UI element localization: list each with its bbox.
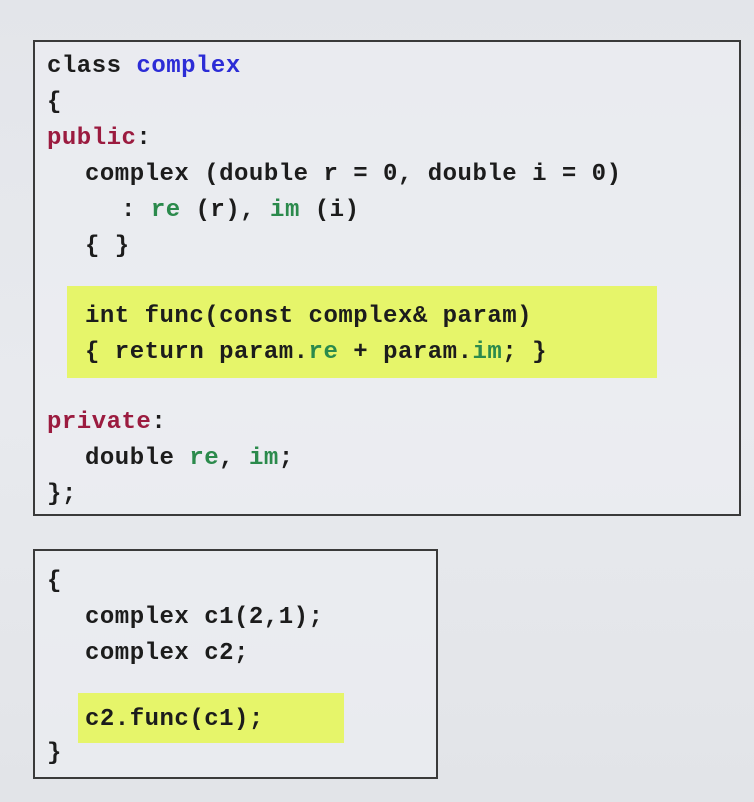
code-line-class-header: class complex (47, 52, 241, 82)
close-body: ; } (502, 339, 548, 366)
init-r: (r), (180, 197, 271, 224)
member-re: re (189, 445, 220, 472)
init-i: (i) (299, 197, 360, 224)
comma: , (219, 445, 249, 472)
plus-param: + param. (338, 339, 473, 366)
access-public: public (47, 125, 137, 152)
member-re: re (150, 197, 181, 224)
code-line-private: private: (47, 408, 166, 438)
return-param: { return param. (85, 339, 309, 366)
code-line-func-body: { return param.re + param.im; } (85, 338, 547, 368)
usage-panel: { complex c1(2,1); complex c2; c2.func(c… (33, 549, 438, 779)
member-im: im (472, 339, 503, 366)
code-line-open-brace: { (47, 89, 62, 116)
keyword-class: class (47, 53, 137, 80)
code-line-constructor: complex (double r = 0, double i = 0) (85, 161, 622, 188)
code-line-c1-decl: complex c1(2,1); (85, 604, 324, 631)
code-line-ctor-body: { } (85, 233, 130, 260)
class-definition-panel: class complex { public: complex (double … (33, 40, 741, 516)
code-line-members: double re, im; (85, 444, 294, 474)
class-name: complex (136, 53, 241, 80)
code-line-close-brace: }; (47, 481, 77, 508)
code-line-func-signature: int func(const complex& param) (85, 303, 533, 330)
colon: : (151, 409, 167, 436)
code-line-func-call: c2.func(c1); (85, 706, 264, 733)
code-line-public: public: (47, 124, 151, 154)
code-line-close-brace: } (47, 740, 62, 767)
member-im: im (270, 197, 300, 224)
code-line-c2-decl: complex c2; (85, 640, 249, 667)
member-re: re (308, 339, 339, 366)
member-im: im (248, 445, 279, 472)
code-line-initializer: : re (r), im (i) (121, 196, 359, 226)
type-double: double (85, 445, 190, 472)
access-private: private (47, 409, 152, 436)
init-colon: : (121, 197, 151, 224)
call-highlight (78, 693, 344, 743)
code-line-open-brace: { (47, 568, 62, 595)
colon: : (136, 125, 152, 152)
semicolon: ; (278, 445, 294, 472)
func-highlight (67, 286, 657, 378)
